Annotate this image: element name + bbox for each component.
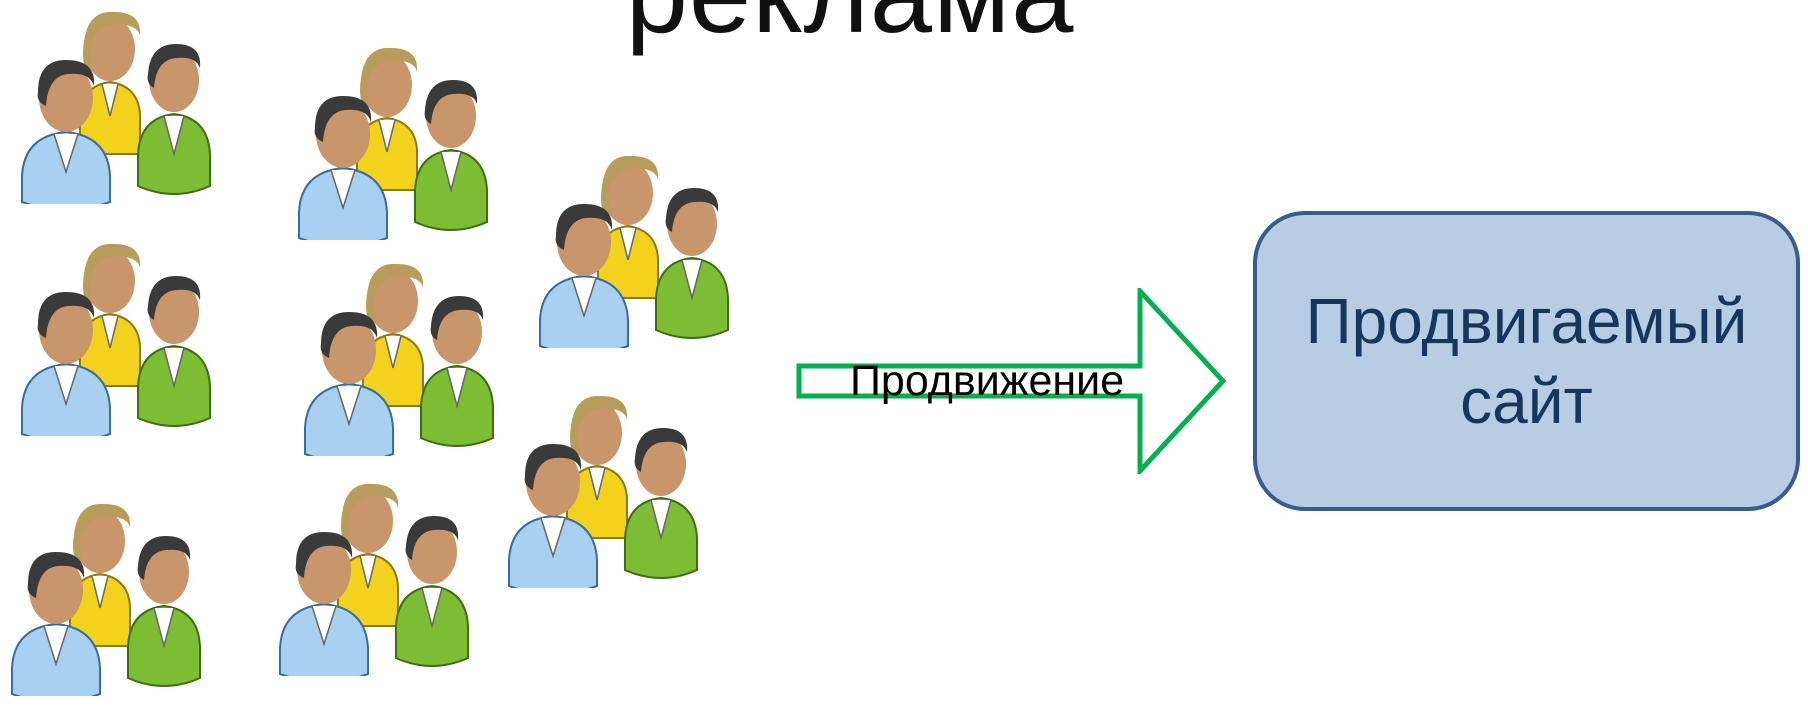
promoted-site-box: Продвигаемый сайт <box>1253 211 1800 511</box>
slide-title: реклама <box>560 0 1140 50</box>
people-group-icon <box>10 236 240 436</box>
people-group-icon <box>293 256 523 456</box>
promoted-site-label: Продвигаемый сайт <box>1305 285 1748 437</box>
people-group-icon <box>10 4 240 204</box>
promotion-label: Продвижение <box>850 357 1125 405</box>
promotion-arrow <box>796 288 1226 474</box>
people-group-icon <box>528 148 758 348</box>
people-group-icon <box>268 476 498 676</box>
people-group-icon <box>497 388 727 588</box>
people-group-icon <box>0 496 230 696</box>
people-group-icon <box>287 40 517 240</box>
crowd-illustration <box>0 0 780 714</box>
